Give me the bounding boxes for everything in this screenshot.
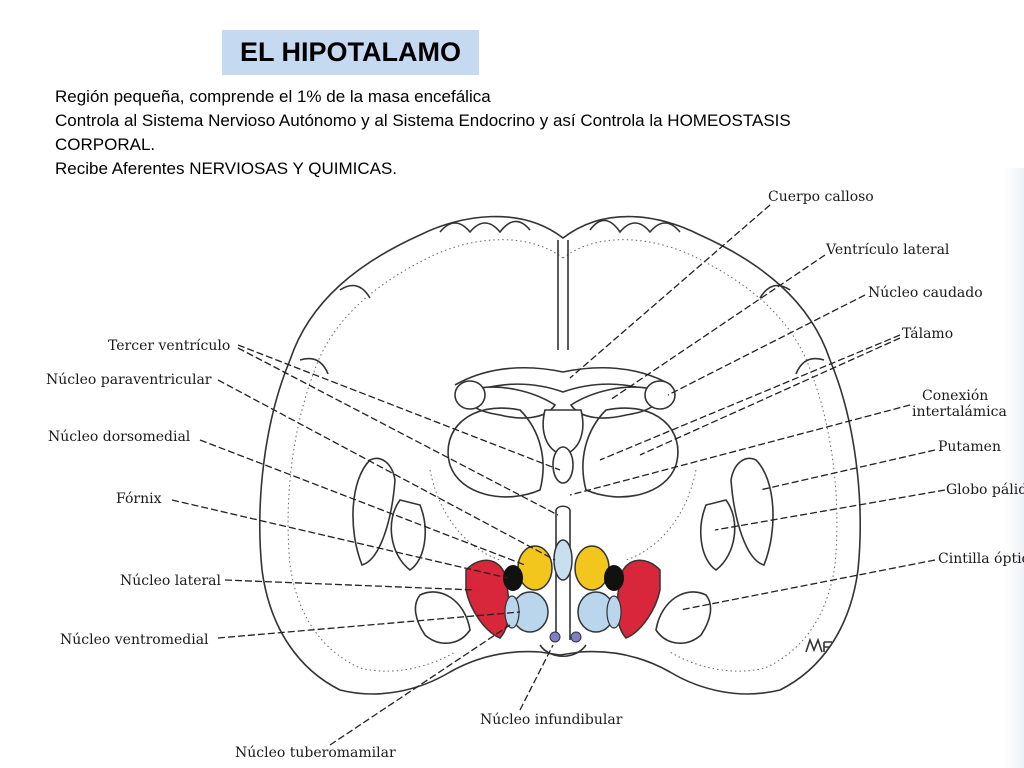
- leader-fornix: [171, 499, 509, 579]
- description-line-3: CORPORAL.: [55, 135, 156, 154]
- leader-nucleo-lateral: [224, 579, 476, 591]
- label-tercer-ventriculo: Tercer ventrículo: [108, 338, 230, 354]
- label-conexion-2: intertalámica: [912, 404, 1007, 420]
- label-fornix: Fórnix: [116, 491, 162, 507]
- label-nucleo-infundibular: Núcleo infundibular: [480, 712, 623, 728]
- leader-nucleo-infundibular: [519, 644, 554, 711]
- label-nucleo-tuberomamilar: Núcleo tuberomamilar: [235, 745, 396, 761]
- nucleo-lateral-left: [465, 559, 510, 639]
- longitudinal-fissure: [557, 240, 569, 350]
- interthalamic-connection: [552, 446, 574, 484]
- leader-tercer-ventriculo-1: [237, 344, 561, 471]
- globus-pallidus-left: [390, 499, 426, 571]
- label-nucleo-dorsomedial: Núcleo dorsomedial: [48, 429, 191, 445]
- label-cuerpo-calloso: Cuerpo calloso: [768, 189, 874, 205]
- nucleo-dorsomedial-left: [517, 545, 553, 591]
- nucleo-dorsomedial-right: [574, 545, 610, 591]
- label-conexion-1: Conexión: [922, 388, 988, 404]
- leader-nucleo-paraventricular: [217, 379, 556, 561]
- leader-talamo-1: [599, 334, 901, 461]
- artist-signature: [805, 637, 832, 653]
- label-nucleo-paraventricular: Núcleo paraventricular: [46, 372, 212, 388]
- leader-ventriculo-lateral: [609, 254, 826, 401]
- nucleo-infundibular-left: [549, 631, 561, 643]
- description-line-1: Región pequeña, comprende el 1% de la ma…: [55, 87, 491, 106]
- scan-edge: [1004, 168, 1024, 768]
- leader-globo-palido: [714, 489, 946, 531]
- label-cintilla-optica: Cintilla óptica: [938, 551, 1024, 567]
- temporal-left: [414, 591, 471, 644]
- leader-nucleo-dorsomedial: [199, 439, 526, 566]
- nucleo-infundibular-right: [570, 631, 582, 643]
- label-nucleo-caudado: Núcleo caudado: [868, 285, 983, 301]
- label-ventriculo-lateral: Ventrículo lateral: [825, 242, 950, 258]
- fornix-right: [604, 565, 624, 591]
- nucleo-lateral-right: [616, 559, 661, 639]
- temporal-right: [655, 591, 712, 644]
- leader-conexion: [569, 404, 911, 496]
- nucleo-lateral-inner-right: [606, 595, 622, 629]
- label-globo-palido: Globo pálido: [946, 482, 1024, 498]
- leader-putamen: [759, 449, 936, 491]
- leader-nucleo-tuberomamilar: [329, 624, 511, 746]
- leader-tercer-ventriculo-2: [237, 347, 559, 516]
- third-ventricle: [555, 505, 571, 640]
- description-text: Región pequeña, comprende el 1% de la ma…: [55, 85, 955, 181]
- putamen-left: [352, 457, 396, 566]
- leader-nucleo-caudado: [667, 294, 866, 396]
- caudate-left: [454, 380, 486, 410]
- label-nucleo-ventromedial: Núcleo ventromedial: [60, 632, 209, 648]
- brain-outline: [259, 215, 861, 695]
- page-title: EL HIPOTALAMO: [240, 37, 461, 67]
- lateral-ventricle-right: [569, 386, 659, 419]
- corpus-callosum: [454, 366, 672, 396]
- label-talamo: Tálamo: [902, 326, 953, 342]
- fornix-left: [503, 565, 523, 591]
- internal-capsule: [429, 469, 697, 561]
- leader-talamo-2: [639, 337, 901, 456]
- nucleo-paraventricular: [553, 539, 573, 581]
- gyri-top: [299, 219, 825, 375]
- globus-pallidus-right: [700, 499, 736, 571]
- label-nucleo-lateral: Núcleo lateral: [120, 573, 222, 589]
- thalamus-left: [447, 407, 544, 498]
- caudate-right: [644, 380, 676, 410]
- thalamus-right: [582, 407, 679, 498]
- label-putamen: Putamen: [938, 439, 1001, 455]
- putamen-right: [730, 457, 774, 566]
- description-line-4: Recibe Aferentes NERVIOSAS Y QUIMICAS.: [55, 159, 398, 178]
- leader-cintilla-optica: [679, 559, 936, 611]
- leader-nucleo-ventromedial: [217, 611, 521, 639]
- title-box: EL HIPOTALAMO: [222, 30, 479, 75]
- description-line-2: Controla al Sistema Nervioso Autónomo y …: [55, 111, 791, 130]
- infundibulum: [539, 644, 587, 658]
- leader-cuerpo-calloso: [569, 204, 771, 379]
- cortex-inner-line: [287, 239, 838, 672]
